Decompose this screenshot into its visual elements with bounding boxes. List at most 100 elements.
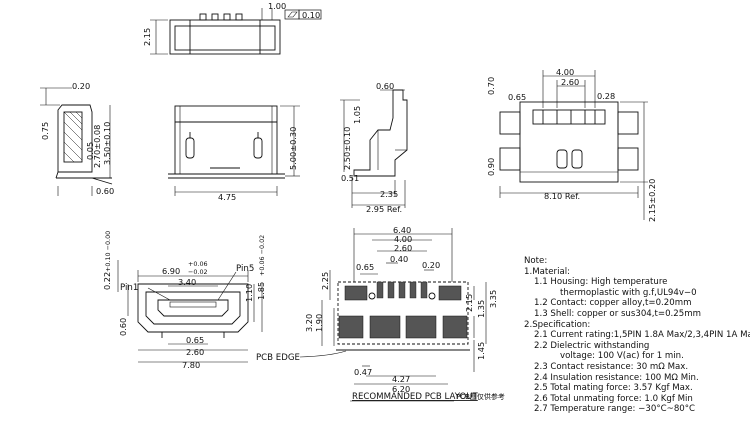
face-view: 6.90 +0.06 −0.02 Pin1 Pin5 3.40 1.10 1.8… — [102, 231, 266, 370]
dim-pcb-w3: 2.60 — [394, 243, 412, 253]
dim-bottom-t2: 0.65 — [508, 92, 526, 102]
pcb-layout-title-cn: PCB图仅供参考 — [456, 392, 505, 401]
dim-front-height: 5.00±0.30 — [288, 127, 298, 170]
dim-pcb-r2: 3.35 — [488, 290, 498, 308]
dim-pcb-w1: 6.40 — [393, 225, 411, 235]
pcb-pad-tr — [438, 285, 462, 301]
dim-top-flatness: 0.10 — [302, 10, 320, 20]
note-line: 2.2 Dielectric withstanding — [534, 340, 650, 351]
dim-bottom-ref: 8.10 Ref. — [544, 191, 580, 201]
dim-pcb-b1: 0.47 — [354, 367, 372, 377]
dim-face-h: 1.85 — [256, 282, 266, 300]
front-view: 4.75 5.00±0.30 — [168, 105, 300, 202]
note-line: 2.7 Temperature range: −30°C~80°C — [534, 404, 696, 415]
pcb-layout-title: RECOMMANDED PCB LAYOUT — [352, 392, 479, 402]
dim-side-h2: 3.50±0.10 — [102, 122, 112, 165]
dim-pcb-b2: 4.27 — [392, 374, 410, 384]
dim-face-left: 0.60 — [118, 318, 128, 336]
bottom-view: 4.00 2.60 0.70 0.65 0.28 0.90 8.10 Ref. … — [486, 67, 657, 222]
pcb-signal-pad-4 — [409, 281, 417, 299]
dim-face-w5: 7.80 — [182, 360, 200, 370]
dim-profile-top: 0.60 — [376, 81, 394, 91]
dim-pcb-h3: 1.90 — [314, 314, 324, 332]
dim-profile-bottom: 0.51 — [341, 173, 359, 183]
side-section-view: 0.20 0.75 0.05 2.70±0.08 3.50±0.10 0.60 — [40, 81, 114, 196]
dim-face-w1: 6.90 — [162, 266, 180, 276]
dim-side-top: 0.20 — [72, 81, 90, 91]
dim-pcb-r3: 1.35 — [476, 300, 486, 318]
top-view-body — [169, 19, 281, 55]
dim-top-width: 1.00 — [268, 1, 286, 11]
notes-list: 1.Material:1.1 Housing: High temperature… — [524, 266, 750, 415]
note-line: 2.4 Insulation resistance: 100 MΩ Min. — [534, 372, 699, 383]
notes-panel: Note: 1.Material:1.1 Housing: High tempe… — [524, 256, 750, 415]
pcb-pad-tl — [344, 285, 368, 301]
dim-face-h-tol: +0.06 −0.02 — [258, 235, 266, 276]
dim-side-h4: 0.05 — [85, 142, 95, 160]
top-view: 1.00 0.10 2.15 — [142, 1, 322, 55]
dim-profile-h1: 2.50±0.10 — [342, 127, 352, 170]
pcb-hole-left — [368, 292, 376, 300]
dim-face-w1-tol-plus: +0.06 — [188, 260, 208, 268]
dim-profile-w2: 2.95 Ref. — [366, 204, 402, 214]
dim-face-t1-tol: +0.10 −0.00 — [104, 231, 112, 272]
dim-bottom-h1: 0.90 — [486, 158, 496, 176]
dim-face-w3: 0.65 — [186, 335, 204, 345]
note-line: voltage: 100 V(ac) for 1 min. — [560, 351, 684, 362]
pcb-signal-pad-2 — [387, 281, 395, 299]
dim-bottom-t3: 0.28 — [597, 91, 615, 101]
dim-pcb-b3: 6.20 — [392, 384, 410, 394]
note-line: 1.Material: — [524, 266, 571, 277]
dim-profile-w1: 2.35 — [380, 189, 398, 199]
dim-pcb-h2: 3.20 — [304, 314, 314, 332]
dim-pcb-w2: 4.00 — [394, 234, 412, 244]
dim-pcb-h1: 2.25 — [320, 272, 330, 290]
pcb-hole-right — [428, 292, 436, 300]
pcb-pad-br — [442, 315, 468, 339]
note-line: thermoplastic with g.f,UL94v−0 — [560, 287, 697, 298]
label-pcb-edge: PCB EDGE — [256, 353, 300, 363]
label-pin1: Pin1 — [120, 283, 138, 293]
dim-bottom-w2: 2.60 — [561, 77, 579, 87]
note-line: 2.6 Total unmating force: 1.0 Kgf Min — [534, 393, 693, 404]
note-line: 1.2 Contact: copper alloy,t=0.20mm — [534, 298, 692, 309]
dim-face-t1: 0.22 — [102, 272, 112, 290]
dim-bottom-t1: 0.70 — [486, 77, 496, 95]
dim-pcb-r1: 2.15 — [464, 294, 474, 312]
pcb-signal-pad-3 — [398, 281, 406, 299]
dim-top-height: 2.15 — [142, 28, 152, 46]
note-line: 2.3 Contact resistance: 30 mΩ Max. — [534, 361, 689, 372]
pcb-signal-pad-1 — [376, 281, 384, 299]
dim-pcb-w5: 0.65 — [356, 262, 374, 272]
dim-side-h1: 2.70±0.08 — [92, 125, 102, 168]
note-line: 2.5 Total mating force: 3.57 Kgf Max. — [534, 383, 693, 394]
label-pin5: Pin5 — [236, 264, 254, 274]
pcb-pad-bc2 — [405, 315, 437, 339]
dim-pcb-w6: 0.20 — [422, 260, 440, 270]
dim-side-bottom: 0.60 — [96, 186, 114, 196]
dim-front-width: 4.75 — [218, 192, 236, 202]
note-line: 1.1 Housing: High temperature — [534, 277, 668, 288]
notes-heading: Note: — [524, 256, 548, 266]
dim-profile-h2: 1.05 — [352, 106, 362, 124]
pcb-pad-bc1 — [369, 315, 401, 339]
pcb-signal-pad-5 — [420, 281, 428, 299]
profile-view: 0.60 2.50±0.10 1.05 0.51 2.35 2.95 Ref. — [340, 81, 408, 214]
dim-pcb-w4: 0.40 — [390, 254, 408, 264]
note-line: 2.1 Current rating:1,5PIN 1.8A Max/2,3,4… — [534, 330, 750, 341]
pcb-pad-bl — [338, 315, 364, 339]
dim-pcb-r4: 1.45 — [476, 342, 486, 360]
dim-face-w4: 2.60 — [186, 347, 204, 357]
dim-bottom-w1: 4.00 — [556, 67, 574, 77]
note-line: 2.Specification: — [524, 319, 591, 330]
note-line: 1.3 Shell: copper or sus304,t=0.25mm — [534, 308, 701, 319]
dim-side-h3: 0.75 — [40, 122, 50, 140]
pcb-layout-view: 6.40 4.00 2.60 0.40 0.65 0.20 2.25 3.20 … — [256, 225, 505, 402]
dim-face-w1-tol-minus: −0.02 — [188, 268, 208, 276]
dim-face-h2: 1.10 — [244, 284, 254, 302]
flatness-symbol — [284, 9, 300, 20]
dim-bottom-h2: 2.15±0.20 — [647, 179, 657, 222]
dim-face-w2: 3.40 — [178, 277, 196, 287]
